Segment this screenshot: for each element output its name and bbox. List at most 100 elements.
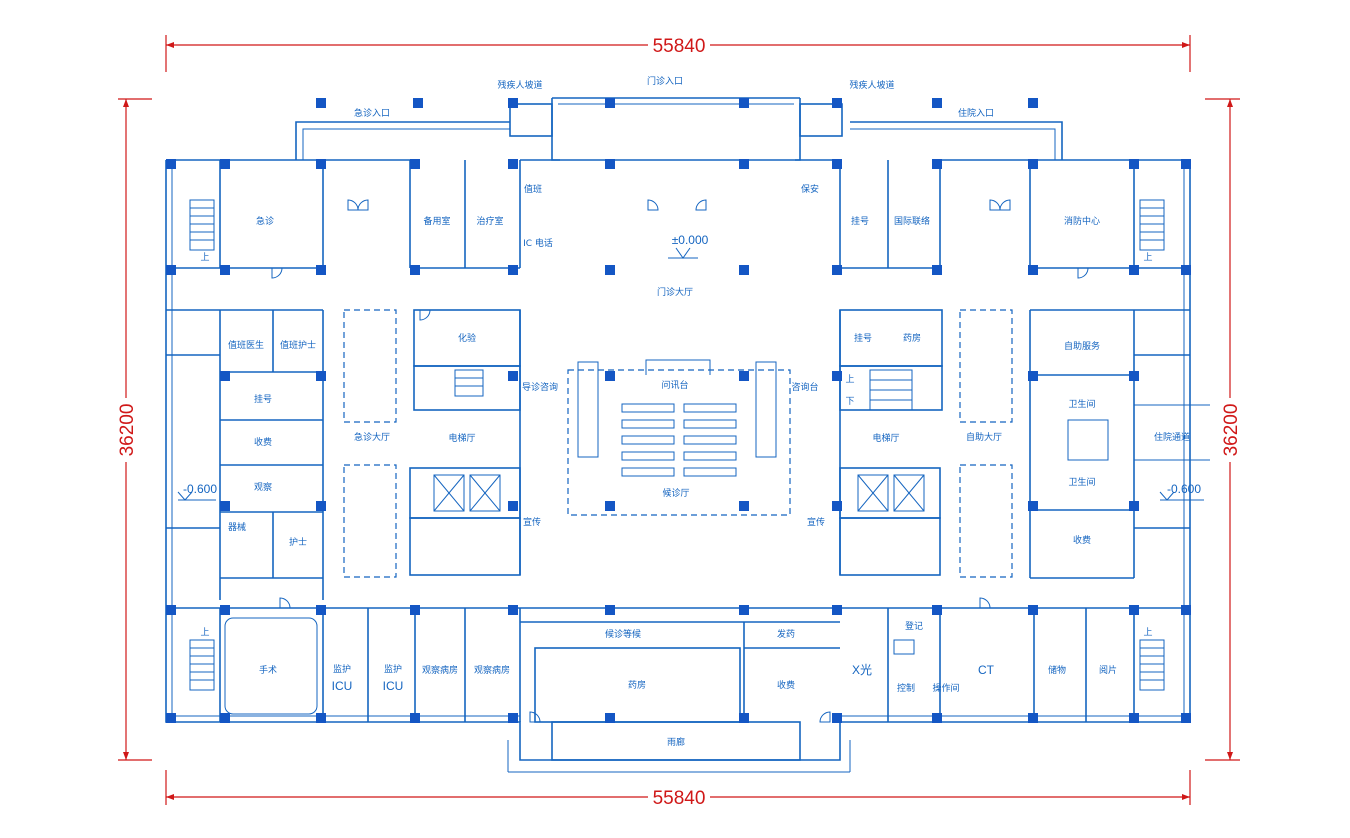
label-stairs-up-1: 上	[200, 252, 209, 263]
label-consult: 阅片	[1099, 664, 1117, 676]
column-7	[1028, 98, 1038, 108]
structural-columns	[166, 98, 1191, 723]
column-34	[508, 371, 518, 381]
column-48	[166, 605, 176, 615]
label-veranda: 雨廊	[667, 736, 685, 748]
label-operation-room: 操作间	[932, 682, 959, 694]
label-injection-r: 药房	[903, 332, 921, 344]
label-help-desk: 问讯台	[661, 379, 688, 391]
label-ward-2: 观察病房	[474, 664, 510, 676]
column-50	[316, 605, 326, 615]
column-57	[1028, 605, 1038, 615]
column-68	[932, 713, 942, 723]
label-stairs-up-3: 上	[200, 627, 209, 638]
dimension-height-right: 36200	[1221, 404, 1242, 457]
column-41	[316, 501, 326, 511]
column-17	[1028, 159, 1038, 169]
label-disabled-ramp-right: 残疾人坡道	[849, 79, 894, 91]
label-night-duty: 保安	[801, 183, 819, 195]
column-62	[316, 713, 326, 723]
label-emerg-hall: 急诊大厅	[354, 431, 390, 443]
label-fee-r: 收费	[1073, 534, 1091, 546]
column-20	[166, 265, 176, 275]
doors	[271, 199, 1089, 723]
column-71	[1181, 713, 1191, 723]
label-emergency-entrance: 急诊入口	[354, 107, 390, 119]
column-5	[832, 98, 842, 108]
column-0	[316, 98, 326, 108]
label-main-entrance: 门诊入口	[647, 75, 683, 87]
label-toilet-top: 卫生间	[1068, 398, 1095, 410]
label-self-check: 自助服务	[1064, 340, 1100, 352]
label-fire-center: 消防中心	[1064, 215, 1100, 227]
room-labels: 门诊入口 急诊入口 住院入口 残疾人坡道 残疾人坡道 急诊 备用室 治疗室 值班…	[200, 75, 1190, 748]
label-clean-room: 备用室	[423, 215, 450, 227]
label-icu-2: ICU	[383, 679, 404, 693]
column-54	[739, 605, 749, 615]
label-stairs-up-4: 上	[1143, 627, 1152, 638]
column-28	[932, 265, 942, 275]
column-69	[1028, 713, 1038, 723]
label-surgery: 手术	[259, 664, 277, 676]
column-64	[508, 713, 518, 723]
column-45	[832, 501, 842, 511]
label-publicity-right: 宣传	[807, 516, 825, 528]
label-collect-drug: 收费	[777, 679, 795, 691]
column-37	[832, 371, 842, 381]
column-3	[605, 98, 615, 108]
column-67	[832, 713, 842, 723]
column-61	[220, 713, 230, 723]
dimension-width-bottom: 55840	[653, 788, 706, 809]
label-inpatient-passage: 住院通道	[1154, 431, 1190, 443]
column-46	[1028, 501, 1038, 511]
column-24	[508, 265, 518, 275]
label-outpatient-hall: 门诊大厅	[657, 286, 693, 298]
label-self-service: 自助大厅	[966, 431, 1002, 443]
label-dispensing: 发药	[777, 628, 795, 640]
column-70	[1129, 713, 1139, 723]
column-8	[166, 159, 176, 169]
column-13	[605, 159, 615, 169]
label-ct: CT	[978, 663, 995, 677]
column-2	[508, 98, 518, 108]
label-international: 国际联络	[894, 215, 930, 227]
column-43	[605, 501, 615, 511]
column-14	[739, 159, 749, 169]
outer-walls	[165, 97, 1191, 773]
column-29	[1028, 265, 1038, 275]
column-36	[739, 371, 749, 381]
label-icu-2-top: 监护	[384, 663, 402, 675]
label-surgery-small: 器械	[228, 521, 246, 533]
label-pharmacy-r: 挂号	[854, 332, 872, 344]
dimension-height-left: 36200	[117, 404, 138, 457]
column-38	[1028, 371, 1038, 381]
label-publicity-left: 宣传	[523, 516, 541, 528]
column-19	[1181, 159, 1191, 169]
column-9	[220, 159, 230, 169]
label-ward-1: 观察病房	[422, 664, 458, 676]
dimension-width-top: 55840	[653, 36, 706, 57]
label-pharmacy-mid: 化验	[458, 332, 476, 344]
level-marks: ±0.000 -0.600 -0.600	[177, 233, 1204, 501]
column-12	[508, 159, 518, 169]
column-42	[508, 501, 518, 511]
column-4	[739, 98, 749, 108]
level-left: -0.600	[183, 482, 217, 496]
label-registration-r: 挂号	[851, 215, 869, 227]
column-6	[932, 98, 942, 108]
column-63	[410, 713, 420, 723]
label-observation: 观察	[254, 481, 272, 493]
level-right: -0.600	[1167, 482, 1201, 496]
label-pharmacy-left: 值班	[524, 183, 542, 195]
label-waiting-hall: 候诊厅	[662, 487, 689, 499]
column-56	[932, 605, 942, 615]
label-inpatient-entrance: 住院入口	[958, 107, 994, 119]
column-16	[932, 159, 942, 169]
label-elevator-hall-left: 电梯厅	[448, 432, 475, 444]
label-stairs-up-5: 上	[845, 374, 854, 385]
label-waiting-corridor: 候诊等候	[605, 628, 641, 640]
column-35	[605, 371, 615, 381]
label-toilet-bottom: 卫生间	[1068, 476, 1095, 488]
label-emerg-nurse: 值班护士	[280, 339, 316, 351]
